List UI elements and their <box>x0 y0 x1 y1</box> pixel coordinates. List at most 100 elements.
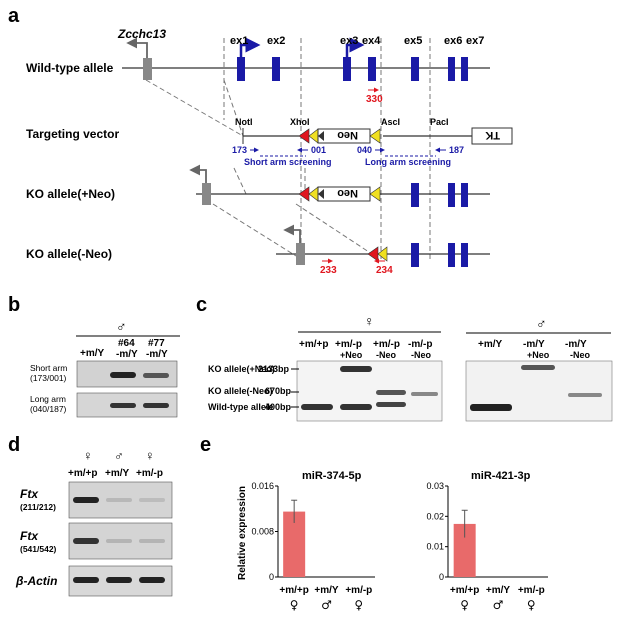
x-sex-label: ♀ <box>290 598 299 612</box>
x-sex-label: ♂ <box>321 598 332 612</box>
panel-label-b: b <box>8 294 20 316</box>
c-m-lane-2: -m/Y <box>523 339 545 350</box>
d-row-primers-2: (541/542) <box>20 544 57 554</box>
d-row-primers-1: (211/212) <box>20 502 56 512</box>
primer-001-label: 001 <box>311 145 326 155</box>
y-tick-label: 0 <box>269 572 274 582</box>
d-sex-1: ♀ <box>83 448 93 463</box>
c-band-size-noneo: 670bp <box>265 386 292 396</box>
c-band-size-neo: 2133bp <box>258 364 290 374</box>
wt-exons <box>237 57 468 81</box>
x-sex-label: ♂ <box>493 598 504 612</box>
b-band-short-77 <box>143 373 169 378</box>
bar <box>453 523 476 577</box>
y-tick-label: 0.008 <box>251 527 274 537</box>
b-row-short-line2: (173/001) <box>30 373 67 383</box>
x-tick-label: +m/-p <box>345 585 372 596</box>
d-band-actin-2 <box>106 577 132 583</box>
neo-direction-icon <box>318 131 324 141</box>
c-m-lane-2-sub: +Neo <box>527 350 550 360</box>
c-band-m1-wt <box>470 404 512 411</box>
ex3-direction-arrow <box>345 37 365 57</box>
site-notI: NotI <box>235 117 253 127</box>
c-band-label-wt: Wild-type allele <box>208 402 273 412</box>
y-tick-label: 0.01 <box>426 542 444 552</box>
ko-neo-direction-icon <box>318 189 324 199</box>
panel-label-e: e <box>200 434 211 456</box>
x-tick-label: +m/-p <box>518 585 545 596</box>
b-band-short-64 <box>110 372 136 378</box>
exon-label-ex2: ex2 <box>267 35 285 47</box>
c-band-f4-noneo <box>411 392 438 396</box>
frt-yellow-triangle <box>308 128 319 144</box>
ko-neo-frt-2 <box>369 186 381 202</box>
gene-label-zcchc13: Zcchc13 <box>117 27 166 41</box>
site-pacI: PacI <box>430 117 449 127</box>
x-sex-label: ♀ <box>460 598 469 612</box>
ko-neo-frt <box>308 186 319 202</box>
b-row-long-line1: Long arm <box>30 394 66 404</box>
ko-neo-exons <box>411 183 468 207</box>
d-row-gene-1: Ftx <box>20 487 39 501</box>
x-tick-label: +m/+p <box>450 585 479 596</box>
b-lane-top-2: #64 <box>118 338 135 349</box>
d-lane-3: +m/-p <box>136 468 163 479</box>
b-lane-top-3: #77 <box>148 338 165 349</box>
c-f-lane-3: +m/-p <box>373 339 400 350</box>
dashed-guides <box>145 38 431 260</box>
chart-title: miR-421-3p <box>471 470 531 482</box>
b-row-long-line2: (040/187) <box>30 404 67 414</box>
y-tick-label: 0.03 <box>426 481 444 491</box>
d-band-ftx541-2 <box>106 539 132 543</box>
ko-noneo-exons <box>411 243 468 267</box>
c-m-lane-3-sub: -Neo <box>570 350 591 360</box>
b-band-long-64 <box>110 403 136 408</box>
c-band-m2-neo <box>521 365 555 370</box>
primer-233-label: 233 <box>320 265 337 276</box>
x-sex-label: ♀ <box>527 598 536 612</box>
c-male-symbol: ♂ <box>536 315 547 331</box>
c-f-lane-1: +m/+p <box>299 339 328 350</box>
tk-cassette <box>471 127 513 145</box>
d-lane-1: +m/+p <box>68 468 97 479</box>
d-row-gene-2: Ftx <box>20 529 39 543</box>
c-band-label-neo: KO allele(+Neo) <box>208 364 275 374</box>
exon-label-ex4: ex4 <box>362 35 381 47</box>
b-lane-2: -m/Y <box>116 349 138 360</box>
primer-187-label: 187 <box>449 145 464 155</box>
ko-neo-zcchc13-exon <box>202 183 211 205</box>
e-ylabel: Relative expression <box>237 486 248 580</box>
c-band-label-noneo: KO allele(-Neo) <box>208 386 273 396</box>
primer-173-label: 173 <box>232 145 247 155</box>
exon-label-ex1: ex1 <box>230 35 248 47</box>
ko-noneo-frt <box>377 246 388 262</box>
c-band-size-wt: 400bp <box>265 402 292 412</box>
primer-040-label: 040 <box>357 145 372 155</box>
y-tick-label: 0.016 <box>251 481 274 491</box>
d-band-ftx541-3 <box>139 539 165 543</box>
c-m-lane-3: -m/Y <box>565 339 587 350</box>
ex1-direction-arrow <box>239 37 261 57</box>
zcchc13-exon <box>143 58 152 80</box>
c-f-lane-3-sub: -Neo <box>376 350 397 360</box>
primer-330-label: 330 <box>366 94 383 105</box>
b-band-long-77 <box>143 403 169 408</box>
d-band-actin-1 <box>73 577 99 583</box>
chart-title: miR-374-5p <box>302 470 362 482</box>
d-row-gene-3: β-Actin <box>15 574 57 588</box>
panel-label-a: a <box>8 5 20 27</box>
c-band-f2-wt <box>340 404 372 410</box>
ko-neo-label: Neo <box>337 187 358 199</box>
zcchc13-direction-arrow <box>126 37 148 58</box>
y-tick-label: 0.02 <box>426 511 444 521</box>
neo-label: Neo <box>337 129 358 141</box>
c-m-lane-1: +m/Y <box>478 339 503 350</box>
row-label-wild-type: Wild-type allele <box>26 61 114 75</box>
exon-label-ex5: ex5 <box>404 35 422 47</box>
row-label-ko-neo: KO allele(+Neo) <box>26 187 115 201</box>
panel-label-d: d <box>8 434 20 456</box>
frt-yellow-triangle-2 <box>369 128 381 144</box>
